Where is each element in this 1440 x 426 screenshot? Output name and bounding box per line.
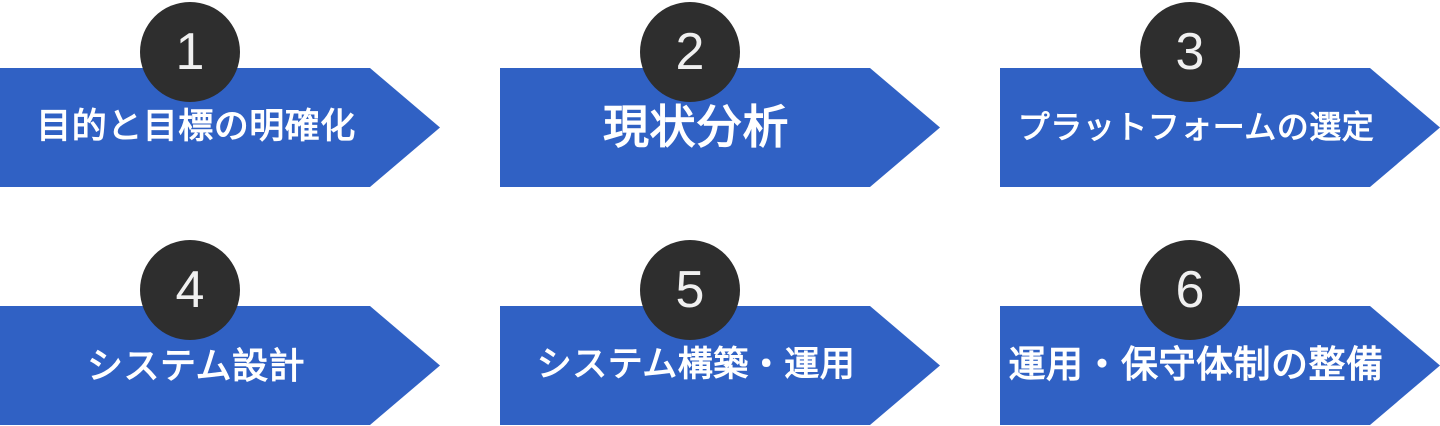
step-1-label: 目的と目標の明確化 (36, 107, 356, 147)
step-6-number-badge: 6 (1140, 240, 1240, 340)
step-3-label: プラットフォームの選定 (1017, 109, 1375, 146)
step-2-number-badge: 2 (640, 2, 740, 102)
step-4-number-badge: 4 (140, 240, 240, 340)
step-3-number: 3 (1175, 23, 1205, 81)
step-1: 目的と目標の明確化 1 (0, 0, 440, 188)
step-3-number-badge: 3 (1140, 2, 1240, 102)
step-2-label: 現状分析 (603, 101, 789, 154)
step-6-number: 6 (1175, 261, 1205, 319)
step-5-number-badge: 5 (640, 240, 740, 340)
step-5-number: 5 (675, 261, 705, 319)
step-5: システム構築・運用 5 (500, 238, 940, 426)
step-4: システム設計 4 (0, 238, 440, 426)
step-6-label: 運用・保守体制の整備 (1008, 344, 1384, 386)
step-2: 現状分析 2 (500, 0, 940, 188)
step-2-arrow-shape: 現状分析 (500, 68, 940, 187)
step-1-number: 1 (175, 23, 205, 81)
step-3: プラットフォームの選定 3 (1000, 0, 1440, 188)
step-2-number: 2 (675, 23, 705, 81)
step-4-label: システム設計 (87, 344, 305, 386)
step-1-number-badge: 1 (140, 2, 240, 102)
step-4-number: 4 (175, 261, 205, 319)
step-5-label: システム構築・運用 (536, 345, 856, 385)
step-6: 運用・保守体制の整備 6 (1000, 238, 1440, 426)
step-4-arrow-shape: システム設計 (0, 306, 440, 425)
